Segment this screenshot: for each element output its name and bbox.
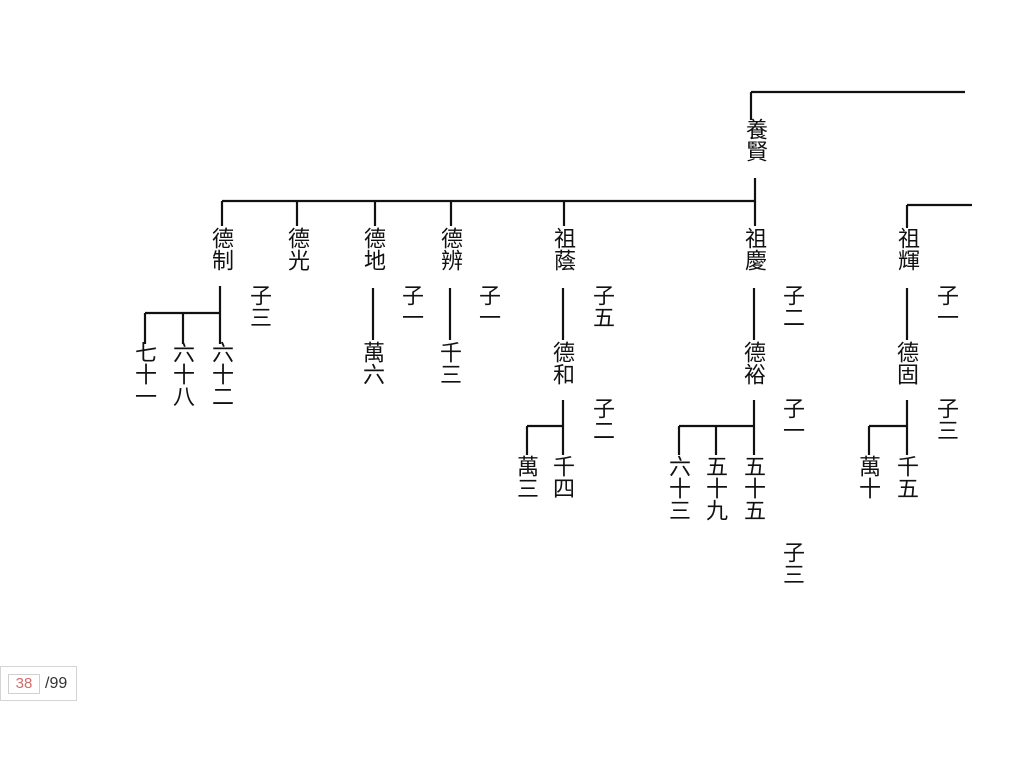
- sons-count: 子一: [475, 284, 500, 328]
- current-page-input[interactable]: 38: [8, 674, 40, 694]
- sons-count: 子一: [779, 397, 804, 441]
- person-name: 德裕: [740, 341, 765, 385]
- person-name: 六十八: [169, 341, 194, 407]
- sons-count: 子二: [779, 284, 804, 328]
- sons-count: 子三: [933, 397, 958, 441]
- person-name: 千四: [549, 455, 574, 499]
- total-pages: /99: [45, 675, 68, 692]
- person-name: 德地: [360, 227, 385, 271]
- person-name: 萬六: [359, 341, 384, 385]
- person-name: 德和: [549, 341, 574, 385]
- person-name: 德光: [284, 227, 309, 271]
- ancestor-name: 養賢: [742, 118, 767, 162]
- sons-count: 子一: [933, 284, 958, 328]
- sons-count: 子三: [779, 541, 804, 585]
- person-name: 五十五: [740, 455, 765, 521]
- person-name: 德制: [208, 227, 233, 271]
- person-name: 萬三: [513, 455, 538, 499]
- person-name: 五十九: [702, 455, 727, 521]
- person-name: 德辨: [437, 227, 462, 271]
- person-name: 七十一: [131, 341, 156, 407]
- sons-count: 子一: [398, 284, 423, 328]
- person-name: 六十二: [208, 341, 233, 407]
- person-name: 祖慶: [741, 227, 766, 271]
- person-name: 千三: [436, 341, 461, 385]
- person-name: 德固: [893, 341, 918, 385]
- sons-count: 子五: [589, 284, 614, 328]
- sons-count: 子二: [589, 397, 614, 441]
- person-name: 六十三: [665, 455, 690, 521]
- person-name: 祖輝: [894, 227, 919, 271]
- person-name: 千五: [893, 455, 918, 499]
- person-name: 祖蔭: [550, 227, 575, 271]
- page-indicator: 38 /99: [0, 666, 77, 701]
- sons-count: 子三: [246, 284, 271, 328]
- person-name: 萬十: [855, 455, 880, 499]
